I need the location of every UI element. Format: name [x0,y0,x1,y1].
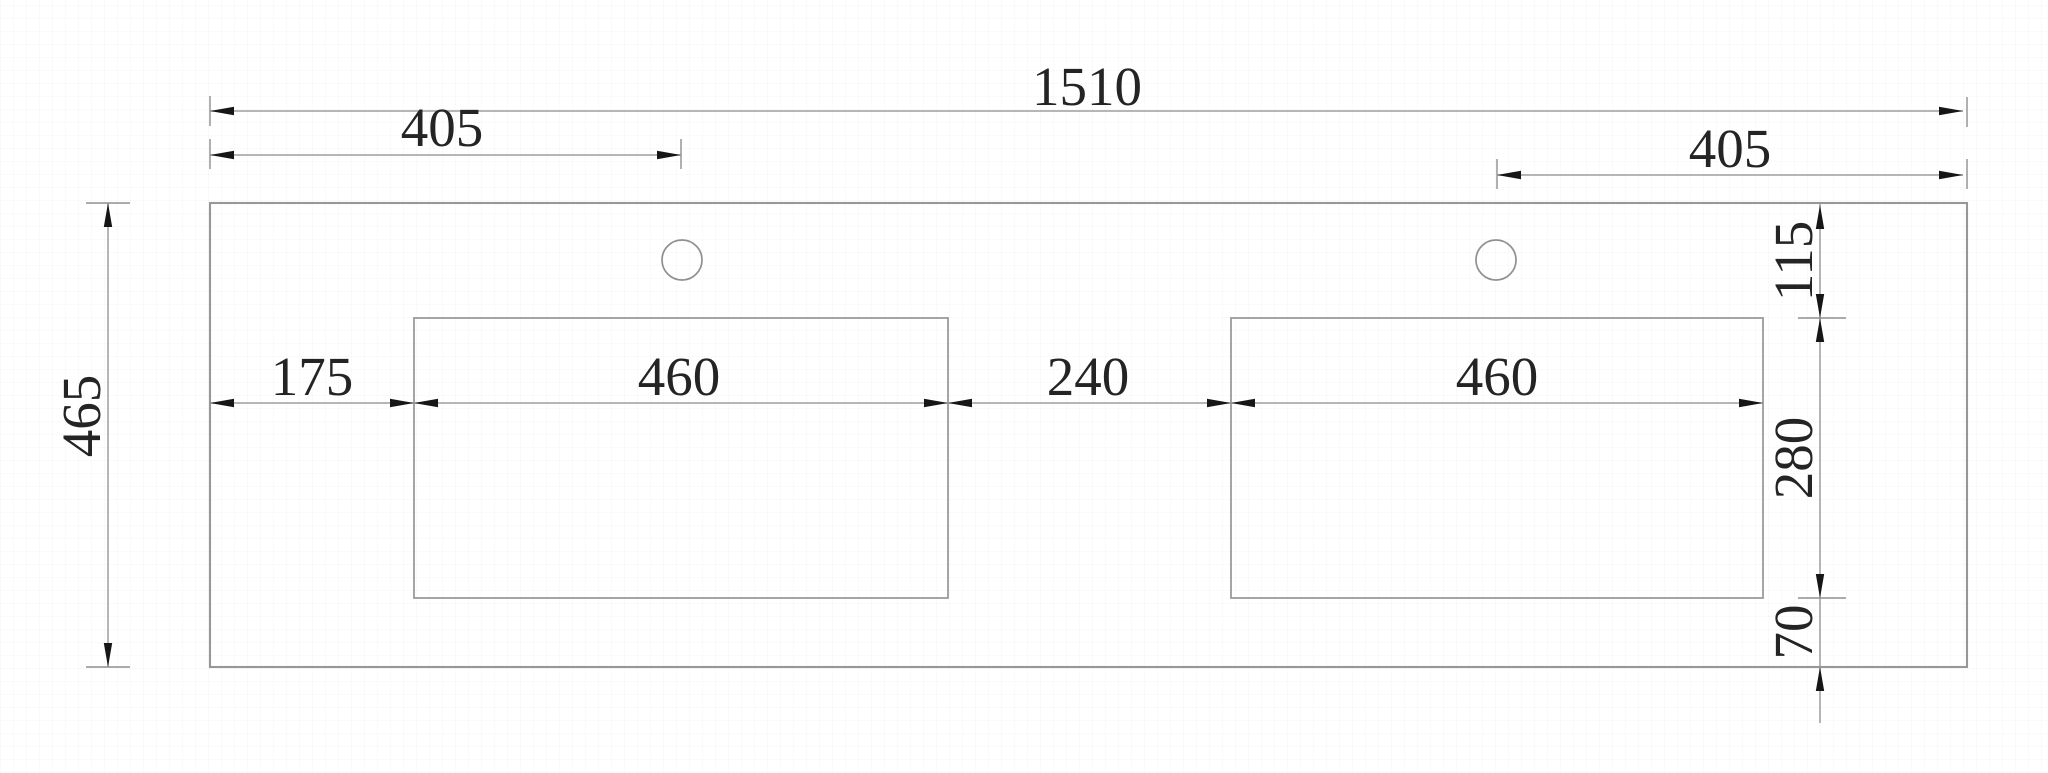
dim-overall-depth: 465 [51,202,130,668]
dim-basin-depth: 280 [1763,318,1825,598]
dim-label-faucet-offset-right: 405 [1689,118,1772,179]
dim-faucet-offset-right: 405 [1496,118,1968,189]
dim-rim-to-basin: 115 [1763,205,1825,318]
dim-arrow [1739,398,1763,408]
countertop-outline [208,201,1969,669]
dim-label-faucet-offset-left: 405 [401,97,484,158]
left-faucet-hole [661,239,703,281]
right-faucet-hole [1475,239,1517,281]
dim-arrow [103,643,113,667]
dim-label-basin-to-front: 70 [1763,605,1824,660]
dim-arrow [948,398,972,408]
dim-basin-to-front: 70 [1763,605,1825,691]
dim-label-basin-width-left: 460 [638,346,721,407]
dim-right-stack: 115 280 70 [1763,204,1846,723]
dim-label-basin-width-right: 460 [1456,346,1539,407]
dim-arrow [657,150,681,160]
dim-arrow [210,150,234,160]
dim-arrow [1939,106,1963,116]
dim-arrow [103,203,113,227]
dim-label-overall-width: 1510 [1032,56,1142,117]
dim-arrow [1939,170,1963,180]
dim-arrow [210,106,234,116]
dim-arrow [210,398,234,408]
dim-arrow [414,398,438,408]
dim-arrow [1815,667,1825,691]
dim-arrow [1815,318,1825,342]
dim-faucet-offset-left: 405 [209,97,682,169]
right-basin-cutout [1230,317,1764,599]
countertop-geometry [208,201,1969,669]
dim-arrow [1497,170,1521,180]
dim-arrow [1815,574,1825,598]
dim-arrow [924,398,948,408]
dim-arrow [1231,398,1255,408]
dim-basin-row: 175 460 240 460 [210,346,1763,408]
dim-overall-width: 1510 [209,56,1968,127]
dim-label-basin-depth: 280 [1763,417,1824,500]
dim-arrow [1207,398,1231,408]
dim-label-rim-to-basin: 115 [1763,221,1824,301]
dim-label-edge-to-basin: 175 [271,346,354,407]
dim-label-basin-gap: 240 [1047,346,1130,407]
dim-label-overall-depth: 465 [51,375,112,458]
left-basin-cutout [413,317,949,599]
dim-arrow [390,398,414,408]
